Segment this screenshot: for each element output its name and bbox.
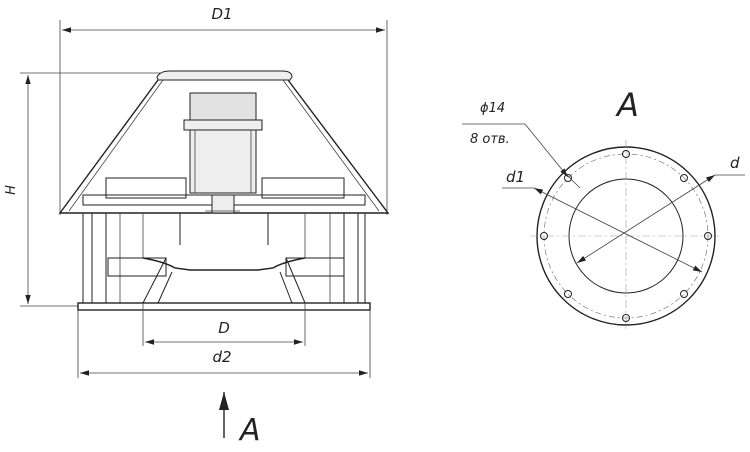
dimension-height: H: [4, 72, 160, 307]
hole-count-label: 8 отв.: [470, 132, 510, 147]
view-marker: A: [238, 413, 261, 448]
view-arrow: A: [219, 392, 261, 448]
view-a: A ϕ14 8 отв.: [462, 86, 745, 332]
upper-frame: [82, 177, 366, 214]
dimension-inlet: D: [142, 303, 306, 346]
label-d1-top: D1: [211, 5, 232, 23]
base-plate: [77, 302, 371, 311]
dimension-d1-top: D1: [59, 5, 388, 215]
bolt-hole: [622, 150, 630, 158]
label-height: H: [4, 185, 19, 195]
motor: [183, 92, 263, 194]
bolt-hole: [564, 290, 572, 298]
fan-side-view: D1 H: [4, 5, 390, 448]
flange: [530, 140, 722, 332]
impeller: [107, 257, 345, 304]
dimension-inner: d1: [502, 168, 703, 273]
label-base: d2: [212, 348, 231, 366]
label-inlet: D: [218, 319, 230, 337]
dimension-base: d2: [77, 310, 371, 378]
label-outer: d: [730, 154, 740, 172]
view-a-title: A: [615, 86, 639, 124]
hole-callout: ϕ14 8 отв.: [462, 101, 581, 189]
arrow-up-icon: [219, 392, 229, 410]
bolt-hole: [564, 174, 572, 182]
bolt-hole: [622, 314, 630, 322]
dimension-outer: d: [576, 154, 745, 264]
label-inner: d1: [506, 168, 525, 186]
hole-diameter-label: ϕ14: [480, 101, 505, 116]
bolt-hole: [680, 290, 688, 298]
